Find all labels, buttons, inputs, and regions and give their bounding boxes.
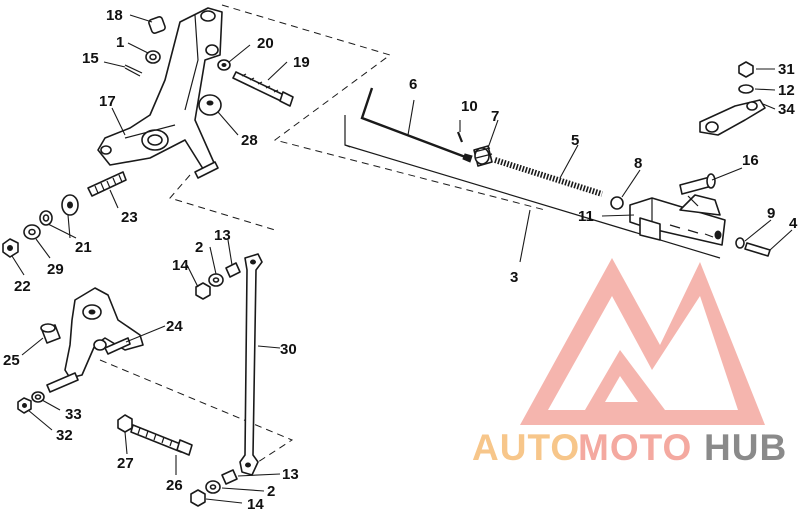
callout-8: 8 bbox=[634, 155, 642, 172]
bent-rod-6 bbox=[360, 87, 473, 163]
callout-14-bottom: 14 bbox=[247, 496, 264, 511]
washer-2-top bbox=[208, 273, 224, 287]
callout-20: 20 bbox=[257, 35, 274, 52]
washer-29 bbox=[23, 224, 41, 240]
nut-14-top bbox=[195, 282, 211, 300]
washer-12 bbox=[738, 84, 754, 94]
callout-18: 18 bbox=[106, 7, 123, 24]
lever-34 bbox=[699, 99, 766, 136]
shift-rod-3 bbox=[344, 115, 721, 259]
bushing-18 bbox=[148, 16, 166, 34]
nut-14-bottom bbox=[190, 489, 206, 507]
cotter-pin-15 bbox=[124, 64, 143, 77]
nut-31 bbox=[738, 61, 754, 78]
callout-15: 15 bbox=[82, 50, 99, 67]
stud-lower bbox=[194, 161, 219, 179]
spacer-group-21 bbox=[39, 194, 79, 226]
spacer-13-bottom bbox=[221, 469, 238, 485]
link-rod-30 bbox=[239, 253, 263, 476]
stud-24 bbox=[104, 337, 131, 355]
watermark-text-auto: AUTO bbox=[472, 427, 580, 468]
callout-30: 30 bbox=[280, 341, 297, 358]
spring-5 bbox=[494, 157, 603, 197]
callout-29: 29 bbox=[47, 261, 64, 278]
callout-2-top: 2 bbox=[195, 239, 203, 256]
bolt-19 bbox=[232, 71, 294, 107]
leader-lines bbox=[11, 14, 793, 504]
callout-6: 6 bbox=[409, 76, 417, 93]
callout-13-top: 13 bbox=[214, 227, 231, 244]
spacer-13-top bbox=[225, 262, 241, 278]
upper-lever-bracket bbox=[97, 7, 223, 173]
callout-19: 19 bbox=[293, 54, 310, 71]
washer-1 bbox=[145, 50, 161, 64]
callout-31: 31 bbox=[778, 61, 795, 78]
bolt-26 bbox=[130, 424, 193, 456]
shift-housing-11 bbox=[629, 194, 726, 246]
bushing-8 bbox=[610, 196, 624, 210]
watermark-text: AUTO MOTO HUB bbox=[472, 427, 787, 468]
spacer-28 bbox=[198, 94, 222, 116]
fitting-7 bbox=[473, 145, 493, 167]
callout-34: 34 bbox=[778, 101, 795, 118]
callout-26: 26 bbox=[166, 477, 183, 494]
nut-32 bbox=[17, 397, 32, 414]
callout-14-top: 14 bbox=[172, 257, 189, 274]
callout-23: 23 bbox=[121, 209, 138, 226]
callout-21: 21 bbox=[75, 239, 92, 256]
callout-24: 24 bbox=[166, 318, 183, 335]
pin-10 bbox=[456, 131, 464, 143]
nut-22 bbox=[2, 238, 19, 258]
callout-33: 33 bbox=[65, 406, 82, 423]
stud-23 bbox=[87, 171, 127, 197]
callout-3: 3 bbox=[510, 269, 518, 286]
washer-9 bbox=[735, 237, 745, 249]
watermark-text-hub: HUB bbox=[704, 427, 787, 468]
callout-16: 16 bbox=[742, 152, 759, 169]
callout-17: 17 bbox=[99, 93, 116, 110]
pin-16 bbox=[679, 173, 716, 207]
callout-25: 25 bbox=[3, 352, 20, 369]
bushing-25 bbox=[40, 323, 61, 344]
nut-27 bbox=[117, 414, 133, 433]
callout-10: 10 bbox=[461, 98, 478, 115]
watermark-text-moto: MOTO bbox=[578, 427, 692, 468]
callout-4: 4 bbox=[789, 215, 798, 232]
bolt-lower-left bbox=[46, 372, 79, 393]
callout-5: 5 bbox=[571, 132, 579, 149]
callout-11: 11 bbox=[578, 208, 594, 225]
nut-20 bbox=[217, 59, 231, 71]
callout-1: 1 bbox=[116, 34, 124, 51]
dashed-guide-lines bbox=[99, 4, 546, 463]
callout-28: 28 bbox=[241, 132, 258, 149]
callout-7: 7 bbox=[491, 108, 499, 125]
lower-lever-bracket bbox=[64, 287, 144, 379]
screw-4 bbox=[744, 242, 771, 257]
callout-numbers: 18 1 15 17 20 19 28 23 21 29 22 6 10 7 5… bbox=[3, 7, 798, 511]
washer-33 bbox=[31, 391, 45, 403]
watermark-logo bbox=[520, 258, 765, 425]
callout-13-bottom: 13 bbox=[282, 466, 299, 483]
callout-2-bottom: 2 bbox=[267, 483, 275, 500]
callout-27: 27 bbox=[117, 455, 134, 472]
washer-2-bottom bbox=[205, 480, 221, 494]
callout-22: 22 bbox=[14, 278, 31, 295]
callout-32: 32 bbox=[56, 427, 73, 444]
callout-9: 9 bbox=[767, 205, 775, 222]
callout-12: 12 bbox=[778, 82, 795, 99]
